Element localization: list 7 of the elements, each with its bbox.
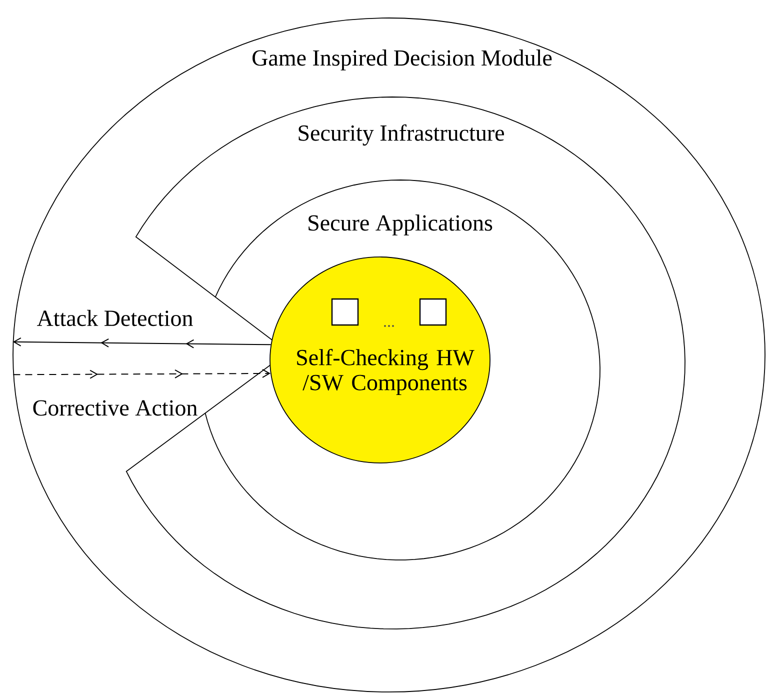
edge-label: Corrective Action [33, 400, 198, 416]
ellipsis-label: ... [384, 325, 394, 327]
arrow [12, 337, 272, 348]
component-square [419, 298, 447, 326]
arrow [12, 368, 270, 379]
edge-label: Attack Detection [37, 310, 193, 326]
component-square [331, 298, 359, 326]
